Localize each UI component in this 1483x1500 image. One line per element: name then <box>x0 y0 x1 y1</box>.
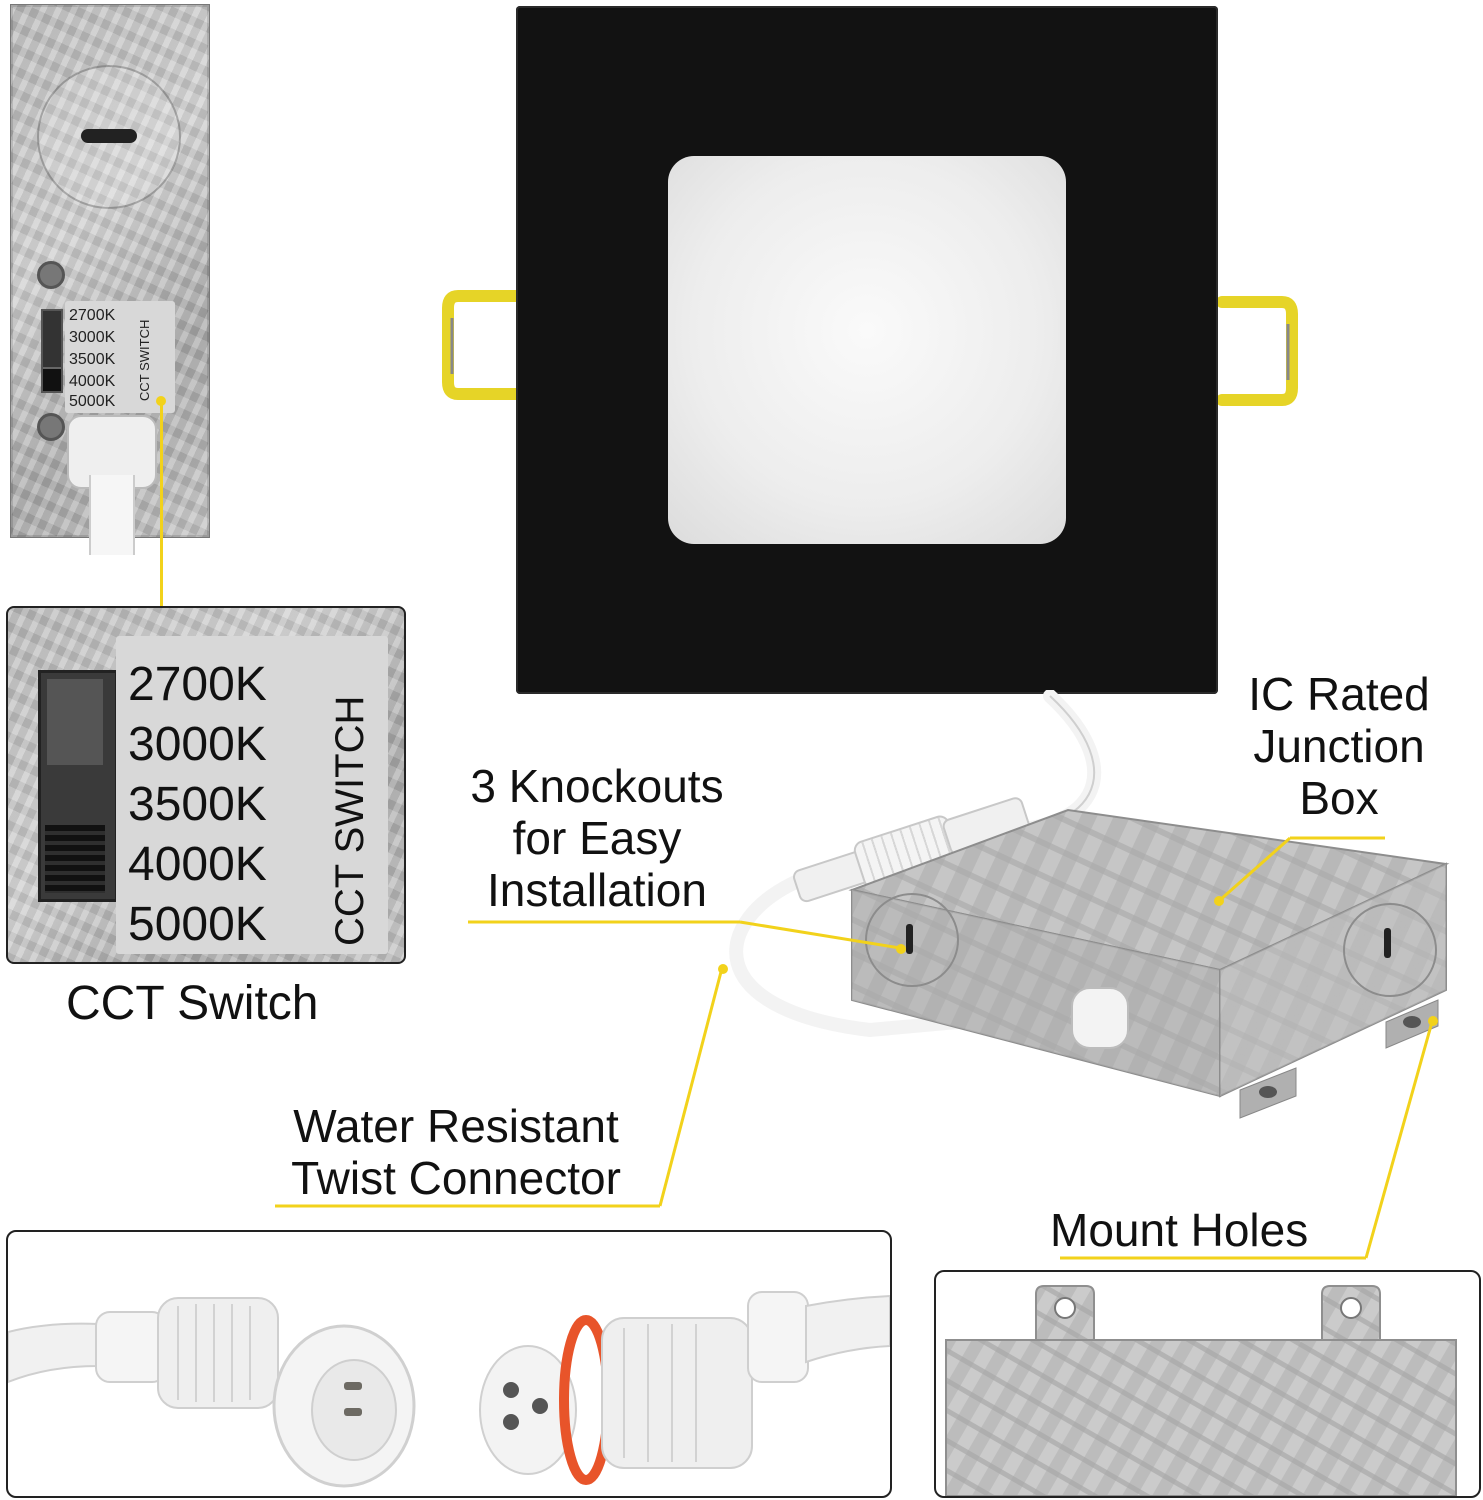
spring-clip-left <box>442 290 524 400</box>
cct-switch-caption: CCT Switch <box>66 977 319 1030</box>
cct-switch-zoom-photo: 2700K 3000K 3500K 4000K 5000K CCT SWITCH <box>6 606 406 964</box>
cct-option-2700k: 2700K <box>69 307 116 324</box>
callout-dot-cct <box>156 396 166 406</box>
callout-knockouts-line1: 3 Knockouts <box>470 760 724 812</box>
twist-connector-zoom <box>8 1291 890 1488</box>
cct-label-plate-small: 2700K 3000K 3500K 4000K 5000K CCT SWITCH <box>65 301 175 413</box>
callout-connector-line2: Twist Connector <box>291 1152 621 1204</box>
cct-option-2700k-large: 2700K <box>128 658 267 711</box>
callout-line-cct <box>160 402 163 608</box>
cct-option-3000k: 3000K <box>69 329 116 346</box>
mount-holes-zoom-panel <box>934 1270 1481 1498</box>
connector-zoom-panel <box>6 1230 892 1498</box>
light-lens <box>668 156 1066 544</box>
cct-option-4000k-large: 4000K <box>128 838 267 891</box>
callout-knockouts-line2: for Easy <box>512 812 682 864</box>
callout-dot-junction-box <box>1214 896 1224 906</box>
callout-knockouts-line3: Installation <box>487 864 707 916</box>
callout-dot-mount-holes <box>1428 1016 1438 1026</box>
cct-slider-track[interactable] <box>38 670 118 902</box>
callout-ic-rated: IC Rated Junction Box <box>1214 668 1464 824</box>
recessed-light-fixture <box>516 6 1218 694</box>
knockout-slot <box>81 129 137 143</box>
cct-option-5000k-large: 5000K <box>128 898 267 951</box>
screw-icon <box>37 261 65 289</box>
callout-connector-line1: Water Resistant <box>293 1100 619 1152</box>
cct-option-3000k-large: 3000K <box>128 718 267 771</box>
callout-ic-rated-line2: Junction <box>1253 720 1425 772</box>
cct-option-5000k: 5000K <box>69 393 116 410</box>
cct-option-3500k: 3500K <box>69 351 116 368</box>
ic-rated-junction-box <box>848 808 1450 1119</box>
cct-slider-knob[interactable] <box>45 825 105 893</box>
callout-ic-rated-line1: IC Rated <box>1248 668 1430 720</box>
cct-option-3500k-large: 3500K <box>128 778 267 831</box>
callout-dot-knockout <box>896 944 906 954</box>
mount-holes-zoom <box>945 1285 1457 1496</box>
screw-icon <box>37 413 65 441</box>
cable <box>89 475 135 555</box>
spring-clip-right <box>1216 296 1298 406</box>
cct-label-plate: 2700K 3000K 3500K 4000K 5000K CCT SWITCH <box>116 636 388 954</box>
callout-connector: Water Resistant Twist Connector <box>250 1100 662 1204</box>
cct-slider-small[interactable] <box>41 309 63 393</box>
callout-ic-rated-line3: Box <box>1299 772 1379 824</box>
cct-option-4000k: 4000K <box>69 373 116 390</box>
callout-knockouts: 3 Knockouts for Easy Installation <box>436 760 758 916</box>
junction-box-side-photo: 2700K 3000K 3500K 4000K 5000K CCT SWITCH <box>10 4 210 555</box>
callout-mount-holes: Mount Holes <box>1050 1204 1309 1256</box>
